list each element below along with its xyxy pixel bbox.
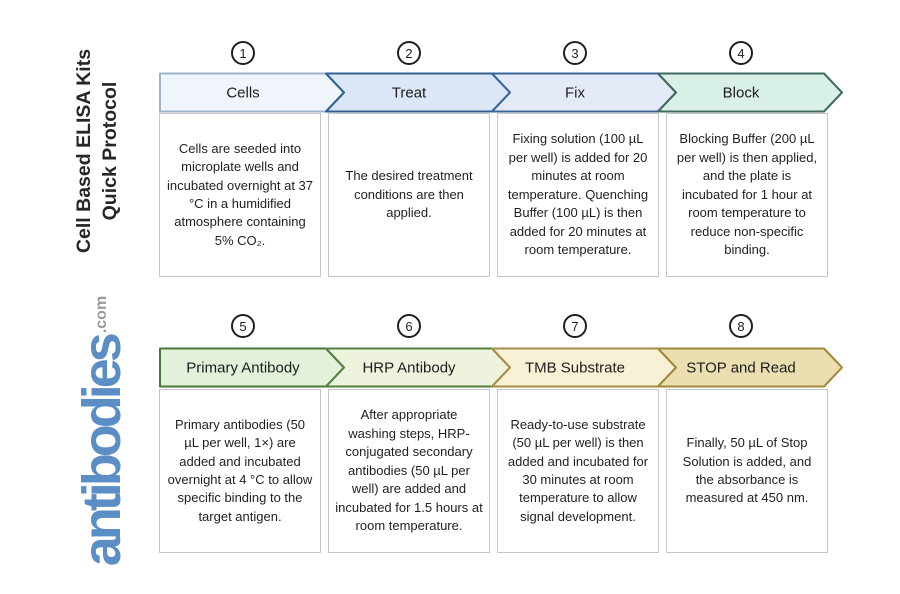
- step-description-5: Primary antibodies (50 µL per well, 1×) …: [159, 389, 321, 553]
- logo-wordmark: antibodies: [72, 336, 132, 567]
- step-number-6: 6: [405, 318, 413, 334]
- step-number-2: 2: [405, 45, 413, 61]
- logo-tld: .com: [93, 295, 110, 334]
- arrow-label-fix: Fix: [565, 85, 585, 102]
- step-number-3: 3: [571, 45, 579, 61]
- step-number-badge-3: 3: [563, 41, 587, 65]
- step-description-3: Fixing solution (100 µL per well) is add…: [497, 113, 659, 277]
- step-description-2: The desired treatment conditions are the…: [328, 113, 490, 277]
- step-number-1: 1: [239, 45, 247, 61]
- arrow-step-stop-and-read: [657, 347, 843, 388]
- arrow-row-bottom: Primary Antibody HRP Antibody TMB Substr…: [159, 347, 843, 388]
- step-description-7: Ready-to-use substrate (50 µL per well) …: [497, 389, 659, 553]
- step-description-text-4: Blocking Buffer (200 µL per well) is the…: [676, 131, 818, 258]
- step-number-badge-1: 1: [231, 41, 255, 65]
- protocol-title: Cell Based ELISA Kits Quick Protocol: [71, 1, 131, 301]
- arrow-step-block: [657, 72, 843, 113]
- step-number-8: 8: [737, 318, 745, 334]
- step-number-7: 7: [571, 318, 579, 334]
- arrow-label-primary-antibody: Primary Antibody: [186, 360, 300, 377]
- step-description-text-6: After appropriate washing steps, HRP-con…: [335, 407, 483, 534]
- arrow-label-cells: Cells: [226, 85, 259, 102]
- step-number-5: 5: [239, 318, 247, 334]
- step-number-badge-7: 7: [563, 314, 587, 338]
- step-number-badge-8: 8: [729, 314, 753, 338]
- step-number-badge-2: 2: [397, 41, 421, 65]
- step-number-badge-5: 5: [231, 314, 255, 338]
- step-number-4: 4: [737, 45, 745, 61]
- step-number-badge-4: 4: [729, 41, 753, 65]
- step-description-text-1: Cells are seeded into microplate wells a…: [167, 140, 313, 248]
- step-number-badge-6: 6: [397, 314, 421, 338]
- protocol-title-line1: Cell Based ELISA Kits: [73, 48, 95, 254]
- antibodies-logo: antibodies .com: [71, 261, 141, 594]
- step-description-text-8: Finally, 50 µL of Stop Solution is added…: [682, 435, 812, 506]
- protocol-title-line2: Quick Protocol: [99, 81, 121, 221]
- step-description-6: After appropriate washing steps, HRP-con…: [328, 389, 490, 553]
- step-description-text-2: The desired treatment conditions are the…: [345, 168, 473, 221]
- arrow-label-treat: Treat: [392, 85, 427, 102]
- arrow-label-hrp-antibody: HRP Antibody: [362, 360, 456, 377]
- step-description-8: Finally, 50 µL of Stop Solution is added…: [666, 389, 828, 553]
- step-description-text-7: Ready-to-use substrate (50 µL per well) …: [507, 416, 649, 524]
- arrow-label-tmb-substrate: TMB Substrate: [525, 360, 625, 377]
- step-description-1: Cells are seeded into microplate wells a…: [159, 113, 321, 277]
- step-description-text-5: Primary antibodies (50 µL per well, 1×) …: [167, 416, 313, 524]
- step-description-4: Blocking Buffer (200 µL per well) is the…: [666, 113, 828, 277]
- arrow-label-block: Block: [723, 85, 760, 102]
- arrow-row-top: Cells Treat Fix Block: [159, 72, 843, 113]
- arrow-label-stop-and-read: STOP and Read: [686, 360, 796, 377]
- step-description-text-3: Fixing solution (100 µL per well) is add…: [507, 131, 649, 258]
